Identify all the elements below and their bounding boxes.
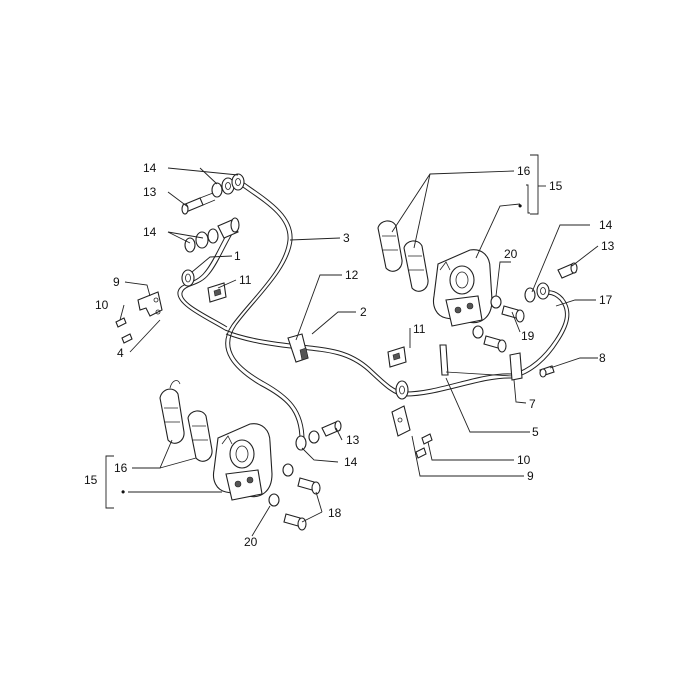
callout-19: 19: [521, 329, 535, 343]
callout-10-lower: 10: [517, 453, 531, 467]
callout-1: 1: [234, 249, 241, 263]
bolt-19-upper-a: [501, 305, 525, 323]
hose-clamp-12: [287, 333, 309, 363]
callout-16-upper: 16: [517, 164, 531, 178]
hose-grommet-1-hole: [185, 273, 191, 283]
banjo-washer-upper-2-hole: [225, 182, 231, 190]
hose-clip-11-central: [387, 346, 407, 368]
screw-10-lower: [415, 433, 433, 459]
bolt-8: [539, 365, 555, 378]
callout-8: 8: [599, 351, 606, 365]
callout-13-lower: 13: [346, 433, 360, 447]
callout-5: 5: [532, 425, 539, 439]
hose-grommet-2-hole: [399, 385, 405, 395]
callout-2: 2: [360, 305, 367, 319]
group-bracket-15-lower: [105, 455, 114, 509]
washer-20-upper-2: [472, 325, 484, 339]
bracket-9-upper: [137, 291, 163, 317]
banjo-eye-upper-hole: [235, 178, 241, 186]
brake-caliper-lower: [212, 423, 273, 501]
bolt-18-lower-a: [297, 477, 321, 495]
callout-13-top: 13: [143, 185, 157, 199]
callout-14-second: 14: [143, 225, 157, 239]
brake-hose-1-inner: [181, 223, 239, 328]
washer-20-upper: [490, 295, 502, 309]
callout-20-lower: 20: [244, 535, 258, 549]
banjo-washer-lower-3: [207, 228, 219, 244]
hose-grommet-2: [395, 380, 409, 400]
callout-14-lower: 14: [344, 455, 358, 469]
brake-hose-3: [225, 181, 301, 441]
screw-10-upper: [115, 317, 133, 344]
callout-13-right: 13: [601, 239, 615, 253]
bracket-7: [439, 344, 523, 381]
banjo-bolt-13-right: [557, 262, 578, 279]
brake-hose-3-inner: [229, 179, 305, 441]
hose-grommet-1: [181, 269, 195, 287]
brake-pad-16-lower-1: [159, 380, 185, 444]
brake-caliper-upper: [432, 249, 493, 327]
banjo-eye-right-hole: [540, 287, 546, 295]
callout-15-upper: 15: [549, 179, 563, 193]
brake-pad-16-upper-2: [403, 240, 429, 292]
callout-9-lower: 9: [527, 469, 534, 483]
banjo-eye-right: [536, 282, 550, 300]
brake-hose-17-inner: [511, 290, 570, 379]
bracket-9-lower: [391, 405, 411, 437]
bolt-19-upper-b: [483, 335, 507, 353]
banjo-washer-right-1: [524, 287, 536, 303]
banjo-bolt-13-upper: [181, 192, 216, 215]
banjo-eye-upper: [231, 173, 245, 191]
group-bracket-15-upper: [530, 154, 546, 215]
banjo-bolt-13-lower: [321, 420, 342, 437]
banjo-bolt-lower: [217, 217, 240, 239]
banjo-washer-upper-1: [211, 182, 223, 198]
callout-12: 12: [345, 268, 359, 282]
brake-hose-2-inner: [225, 333, 513, 397]
callout-9-upper: 9: [113, 275, 120, 289]
callout-7: 7: [529, 397, 536, 411]
callout-18: 18: [328, 506, 342, 520]
bullet-lower: •: [121, 485, 125, 499]
callout-15-lower: 15: [84, 473, 98, 487]
banjo-eye-lower: [295, 435, 307, 451]
brake-hose-2: [224, 329, 513, 393]
callout-11-upper: 11: [239, 273, 252, 287]
callout-3: 3: [343, 231, 350, 245]
washer-20-lower-1: [282, 463, 294, 477]
callout-4: 4: [117, 346, 124, 360]
brake-pad-16-lower-2: [187, 410, 213, 462]
banjo-washer-lower-right: [308, 430, 320, 444]
callout-17: 17: [599, 293, 613, 307]
callout-14-top: 14: [143, 161, 157, 175]
callout-20-upper: 20: [504, 247, 518, 261]
callout-14-right: 14: [599, 218, 613, 232]
callout-10-upper: 10: [95, 298, 109, 312]
hose-clip-11-upper: [207, 282, 227, 303]
leader-lines: [119, 167, 599, 537]
callout-11-central: 11: [413, 322, 426, 336]
banjo-washer-lower-2: [195, 231, 209, 249]
callout-16-lower: 16: [114, 461, 128, 475]
washer-20-lower-2: [268, 493, 280, 507]
brake-pad-16-upper-1: [377, 220, 403, 272]
banjo-washer-lower-1: [184, 237, 196, 253]
bullet-upper: •: [518, 199, 522, 213]
